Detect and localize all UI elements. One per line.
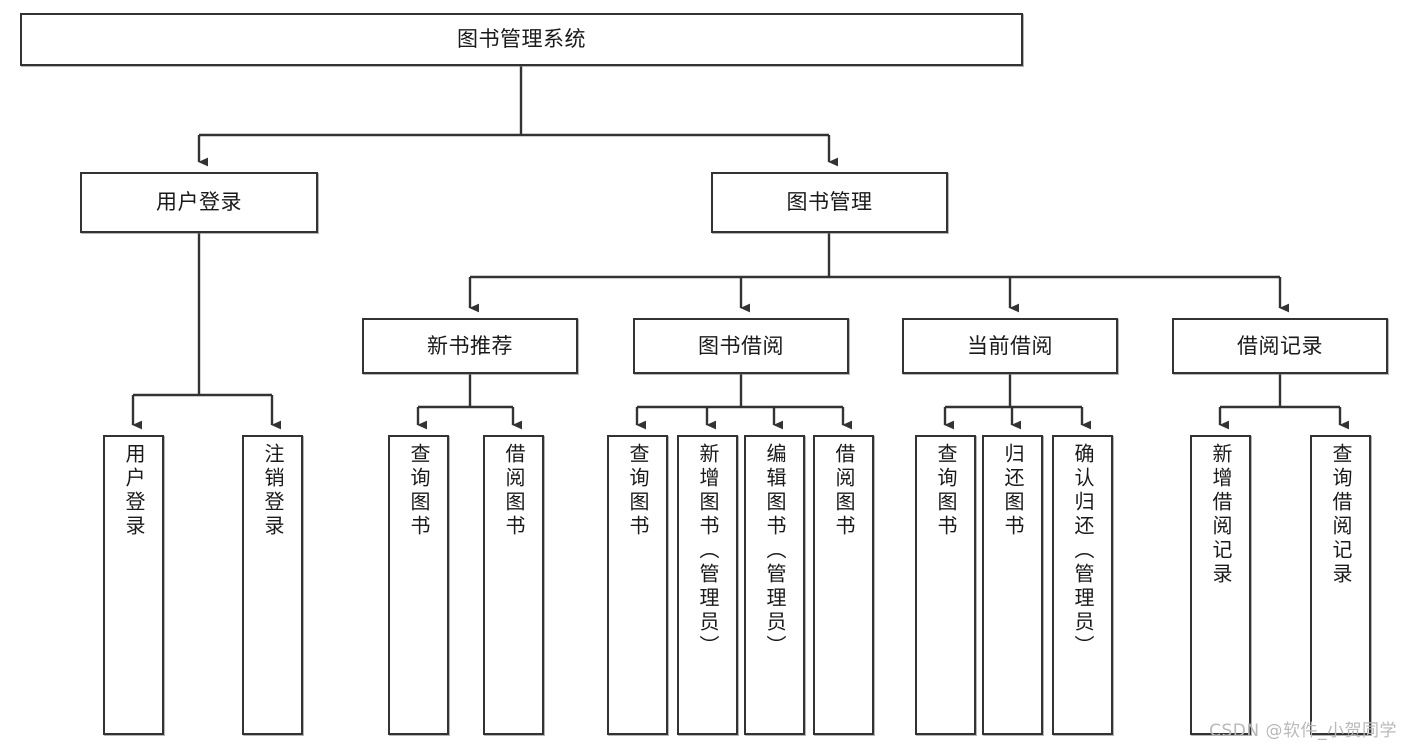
- leaf-query-book-current[interactable]: 查询图书: [915, 435, 976, 735]
- node-user-login-label: 用户登录: [156, 190, 242, 215]
- leaf-borrow-book-label: 借阅图书: [832, 443, 856, 539]
- leaf-edit-book[interactable]: 编辑图书（管理员）: [744, 435, 805, 735]
- node-borrow-record[interactable]: 借阅记录: [1172, 318, 1388, 374]
- leaf-add-borrow-record-label: 新增借阅记录: [1209, 443, 1233, 587]
- node-book-management[interactable]: 图书管理: [711, 172, 948, 233]
- leaf-user-login[interactable]: 用户登录: [103, 435, 164, 735]
- leaf-confirm-return-label: 确认归还（管理员）: [1071, 443, 1095, 659]
- node-current-borrow[interactable]: 当前借阅: [902, 318, 1118, 374]
- leaf-logout[interactable]: 注销登录: [242, 435, 303, 735]
- leaf-add-borrow-record[interactable]: 新增借阅记录: [1190, 435, 1251, 735]
- leaf-edit-book-label: 编辑图书（管理员）: [763, 443, 787, 659]
- leaf-return-book[interactable]: 归还图书: [982, 435, 1043, 735]
- node-book-borrow-label: 图书借阅: [698, 333, 784, 358]
- leaf-query-book-recommend-label: 查询图书: [407, 443, 431, 539]
- node-new-book-recommend-label: 新书推荐: [427, 333, 513, 358]
- node-current-borrow-label: 当前借阅: [967, 333, 1053, 358]
- leaf-user-login-label: 用户登录: [122, 443, 146, 539]
- leaf-add-book[interactable]: 新增图书（管理员）: [677, 435, 738, 735]
- leaf-logout-label: 注销登录: [261, 443, 285, 539]
- node-user-login[interactable]: 用户登录: [80, 172, 318, 233]
- node-root[interactable]: 图书管理系统: [20, 13, 1023, 66]
- node-new-book-recommend[interactable]: 新书推荐: [362, 318, 578, 374]
- leaf-borrow-book[interactable]: 借阅图书: [813, 435, 874, 735]
- leaf-add-book-label: 新增图书（管理员）: [696, 443, 720, 659]
- leaf-confirm-return[interactable]: 确认归还（管理员）: [1052, 435, 1113, 735]
- leaf-query-borrow-record-label: 查询借阅记录: [1329, 443, 1353, 587]
- node-book-borrow[interactable]: 图书借阅: [633, 318, 849, 374]
- leaf-query-book-borrow[interactable]: 查询图书: [607, 435, 668, 735]
- leaf-return-book-label: 归还图书: [1001, 443, 1025, 539]
- node-book-management-label: 图书管理: [786, 190, 873, 215]
- watermark: CSDN @软件_小贺同学: [1209, 721, 1397, 741]
- leaf-query-book-recommend[interactable]: 查询图书: [388, 435, 449, 735]
- leaf-query-book-borrow-label: 查询图书: [626, 443, 650, 539]
- leaf-query-borrow-record[interactable]: 查询借阅记录: [1310, 435, 1371, 735]
- node-root-label: 图书管理系统: [457, 27, 586, 52]
- leaf-query-book-current-label: 查询图书: [934, 443, 958, 539]
- leaf-borrow-book-recommend-label: 借阅图书: [502, 443, 526, 539]
- leaf-borrow-book-recommend[interactable]: 借阅图书: [483, 435, 544, 735]
- node-borrow-record-label: 借阅记录: [1237, 333, 1323, 358]
